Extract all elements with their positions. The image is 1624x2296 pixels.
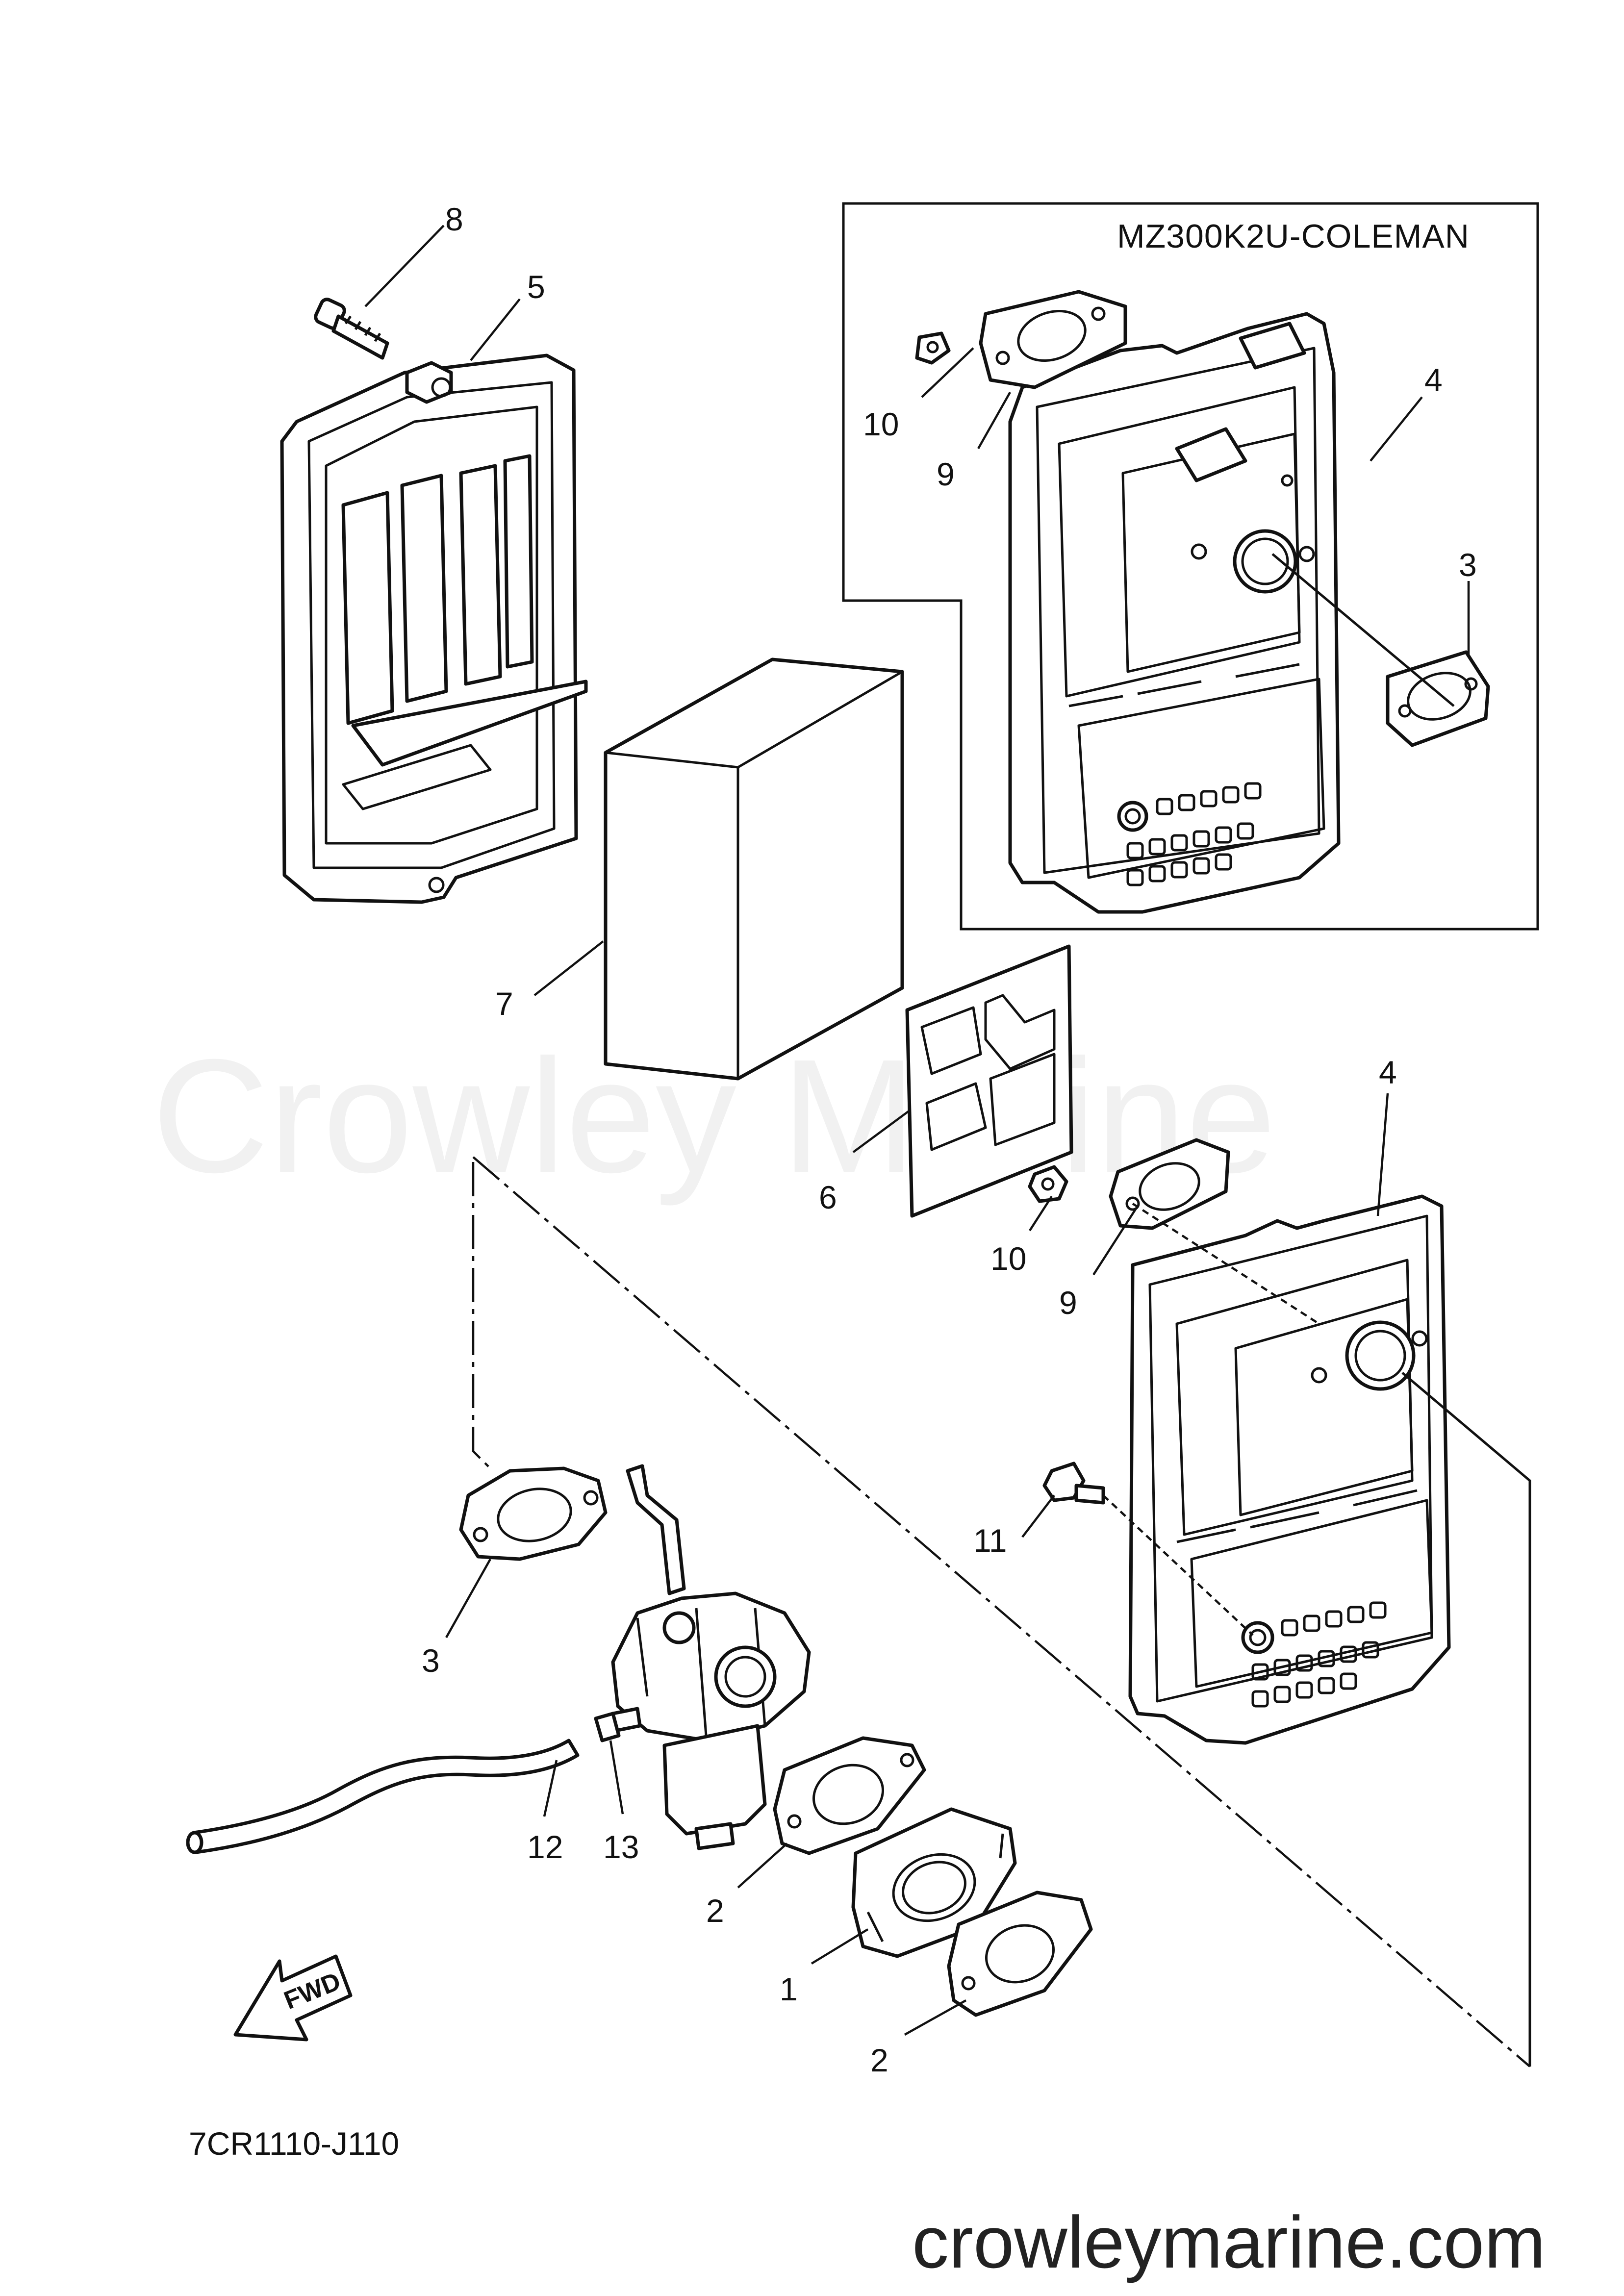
callout-12: 12 <box>527 1829 563 1865</box>
callout-numbers: 8 5 7 10 9 4 3 6 4 10 9 11 3 12 13 2 1 2 <box>422 201 1477 2078</box>
diagram-code: 7CR1110-J110 <box>189 2125 399 2162</box>
air-filter-element-part-7 <box>604 657 904 1081</box>
inset-gasket-part-9 <box>979 290 1127 389</box>
website-url: crowleymarine.com <box>912 2201 1546 2283</box>
gasket-part-6 <box>905 944 1073 1218</box>
callout-2: 2 <box>706 1892 724 1929</box>
inset-gasket-part-3 <box>1386 650 1490 747</box>
case-bolt-hole <box>431 377 452 398</box>
inset-frame <box>842 202 1539 931</box>
air-cleaner-case-part-5 <box>280 353 588 904</box>
callout-5: 5 <box>527 269 545 305</box>
callout-11: 11 <box>973 1522 1007 1559</box>
callout-2: 2 <box>870 2042 888 2078</box>
gasket-part-2-lower <box>947 1891 1093 2017</box>
gasket-part-9 <box>1109 1138 1230 1230</box>
assembly-lines <box>472 553 1531 2068</box>
forward-direction-arrow-icon: FWD <box>233 1954 353 2042</box>
callout-9: 9 <box>1059 1285 1077 1321</box>
callout-1: 1 <box>780 1971 798 2007</box>
screw-part-8 <box>314 298 389 360</box>
carburetor <box>611 1464 811 1850</box>
bolt-part-11 <box>1042 1462 1105 1505</box>
callout-9: 9 <box>937 456 955 492</box>
callout-4: 4 <box>1379 1054 1397 1090</box>
muffler-cover-part-4 <box>1128 1194 1451 1745</box>
fuel-hose-part-12 <box>186 1739 580 1854</box>
inset-title: MZ300K2U-COLEMAN <box>1117 218 1470 255</box>
inset-cover-part-4 <box>1008 312 1341 914</box>
callout-3: 3 <box>1459 547 1477 583</box>
callout-10: 10 <box>863 406 899 442</box>
gasket-part-2-upper <box>773 1736 926 1855</box>
nut-part-10 <box>1028 1165 1068 1203</box>
inset-nut-part-10 <box>915 331 951 365</box>
clamp-part-13 <box>594 1712 621 1742</box>
callout-7: 7 <box>495 985 513 1022</box>
callout-13: 13 <box>603 1829 639 1865</box>
callout-3: 3 <box>422 1642 440 1679</box>
callout-10: 10 <box>990 1240 1026 1277</box>
callout-8: 8 <box>445 201 463 237</box>
callout-6: 6 <box>819 1179 837 1215</box>
callout-leaders <box>364 225 1470 2036</box>
gasket-part-3 <box>459 1466 608 1561</box>
callout-4: 4 <box>1424 362 1443 398</box>
